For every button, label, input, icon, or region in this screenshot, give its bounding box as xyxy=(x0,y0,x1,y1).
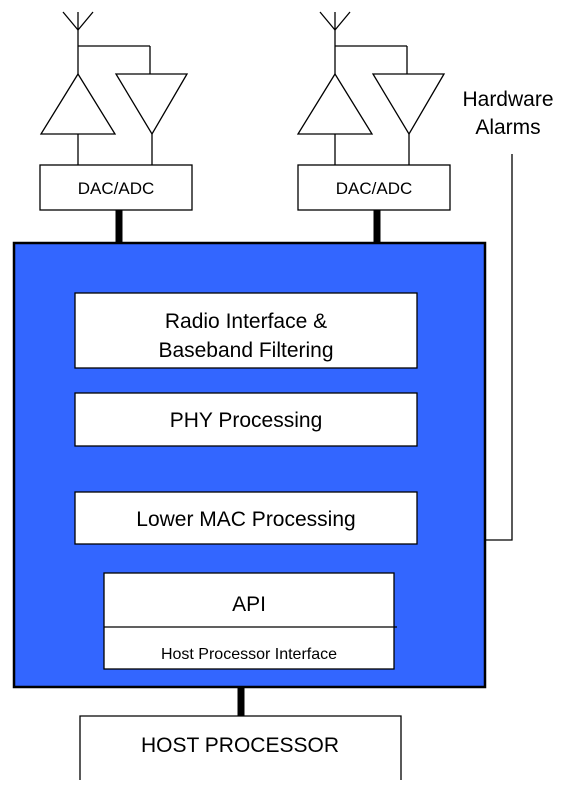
lower-mac-block xyxy=(74,491,418,545)
hardware-alarms-line1: Hardware xyxy=(462,88,553,111)
phy-processing-block xyxy=(74,392,418,447)
left-transmit-amplifier-icon xyxy=(39,72,117,135)
api-label: API xyxy=(232,593,266,616)
left-receive-amplifier-icon xyxy=(114,73,189,136)
right-antenna-icon xyxy=(319,11,351,46)
lower-mac-label: Lower MAC Processing xyxy=(136,508,355,531)
right-receive-amplifier-icon xyxy=(371,73,446,136)
right-transmit-amplifier-icon xyxy=(296,72,374,135)
phy-processing-label: PHY Processing xyxy=(170,409,323,432)
chip: Radio Interface & Baseband Filtering PHY… xyxy=(12,241,487,689)
left-antenna-icon xyxy=(62,11,94,46)
hardware-alarms: Hardware Alarms xyxy=(462,88,554,541)
host-processor: HOST PROCESSOR xyxy=(79,687,402,780)
hardware-alarms-line xyxy=(485,154,513,541)
hardware-alarms-line2: Alarms xyxy=(475,116,540,139)
radio-interface-line2: Baseband Filtering xyxy=(158,339,333,362)
radio-interface-line1: Radio Interface & xyxy=(165,310,327,333)
host-processor-box xyxy=(79,715,402,780)
left-dac-adc-label: DAC/ADC xyxy=(78,179,155,198)
left-rf-chain: DAC/ADC xyxy=(39,11,193,243)
host-processor-label: HOST PROCESSOR xyxy=(141,734,339,757)
host-interface-label: Host Processor Interface xyxy=(161,646,337,663)
right-rf-chain: DAC/ADC xyxy=(296,11,451,243)
api-block xyxy=(103,572,395,670)
radio-interface-block xyxy=(74,292,418,369)
right-dac-adc-label: DAC/ADC xyxy=(336,179,413,198)
